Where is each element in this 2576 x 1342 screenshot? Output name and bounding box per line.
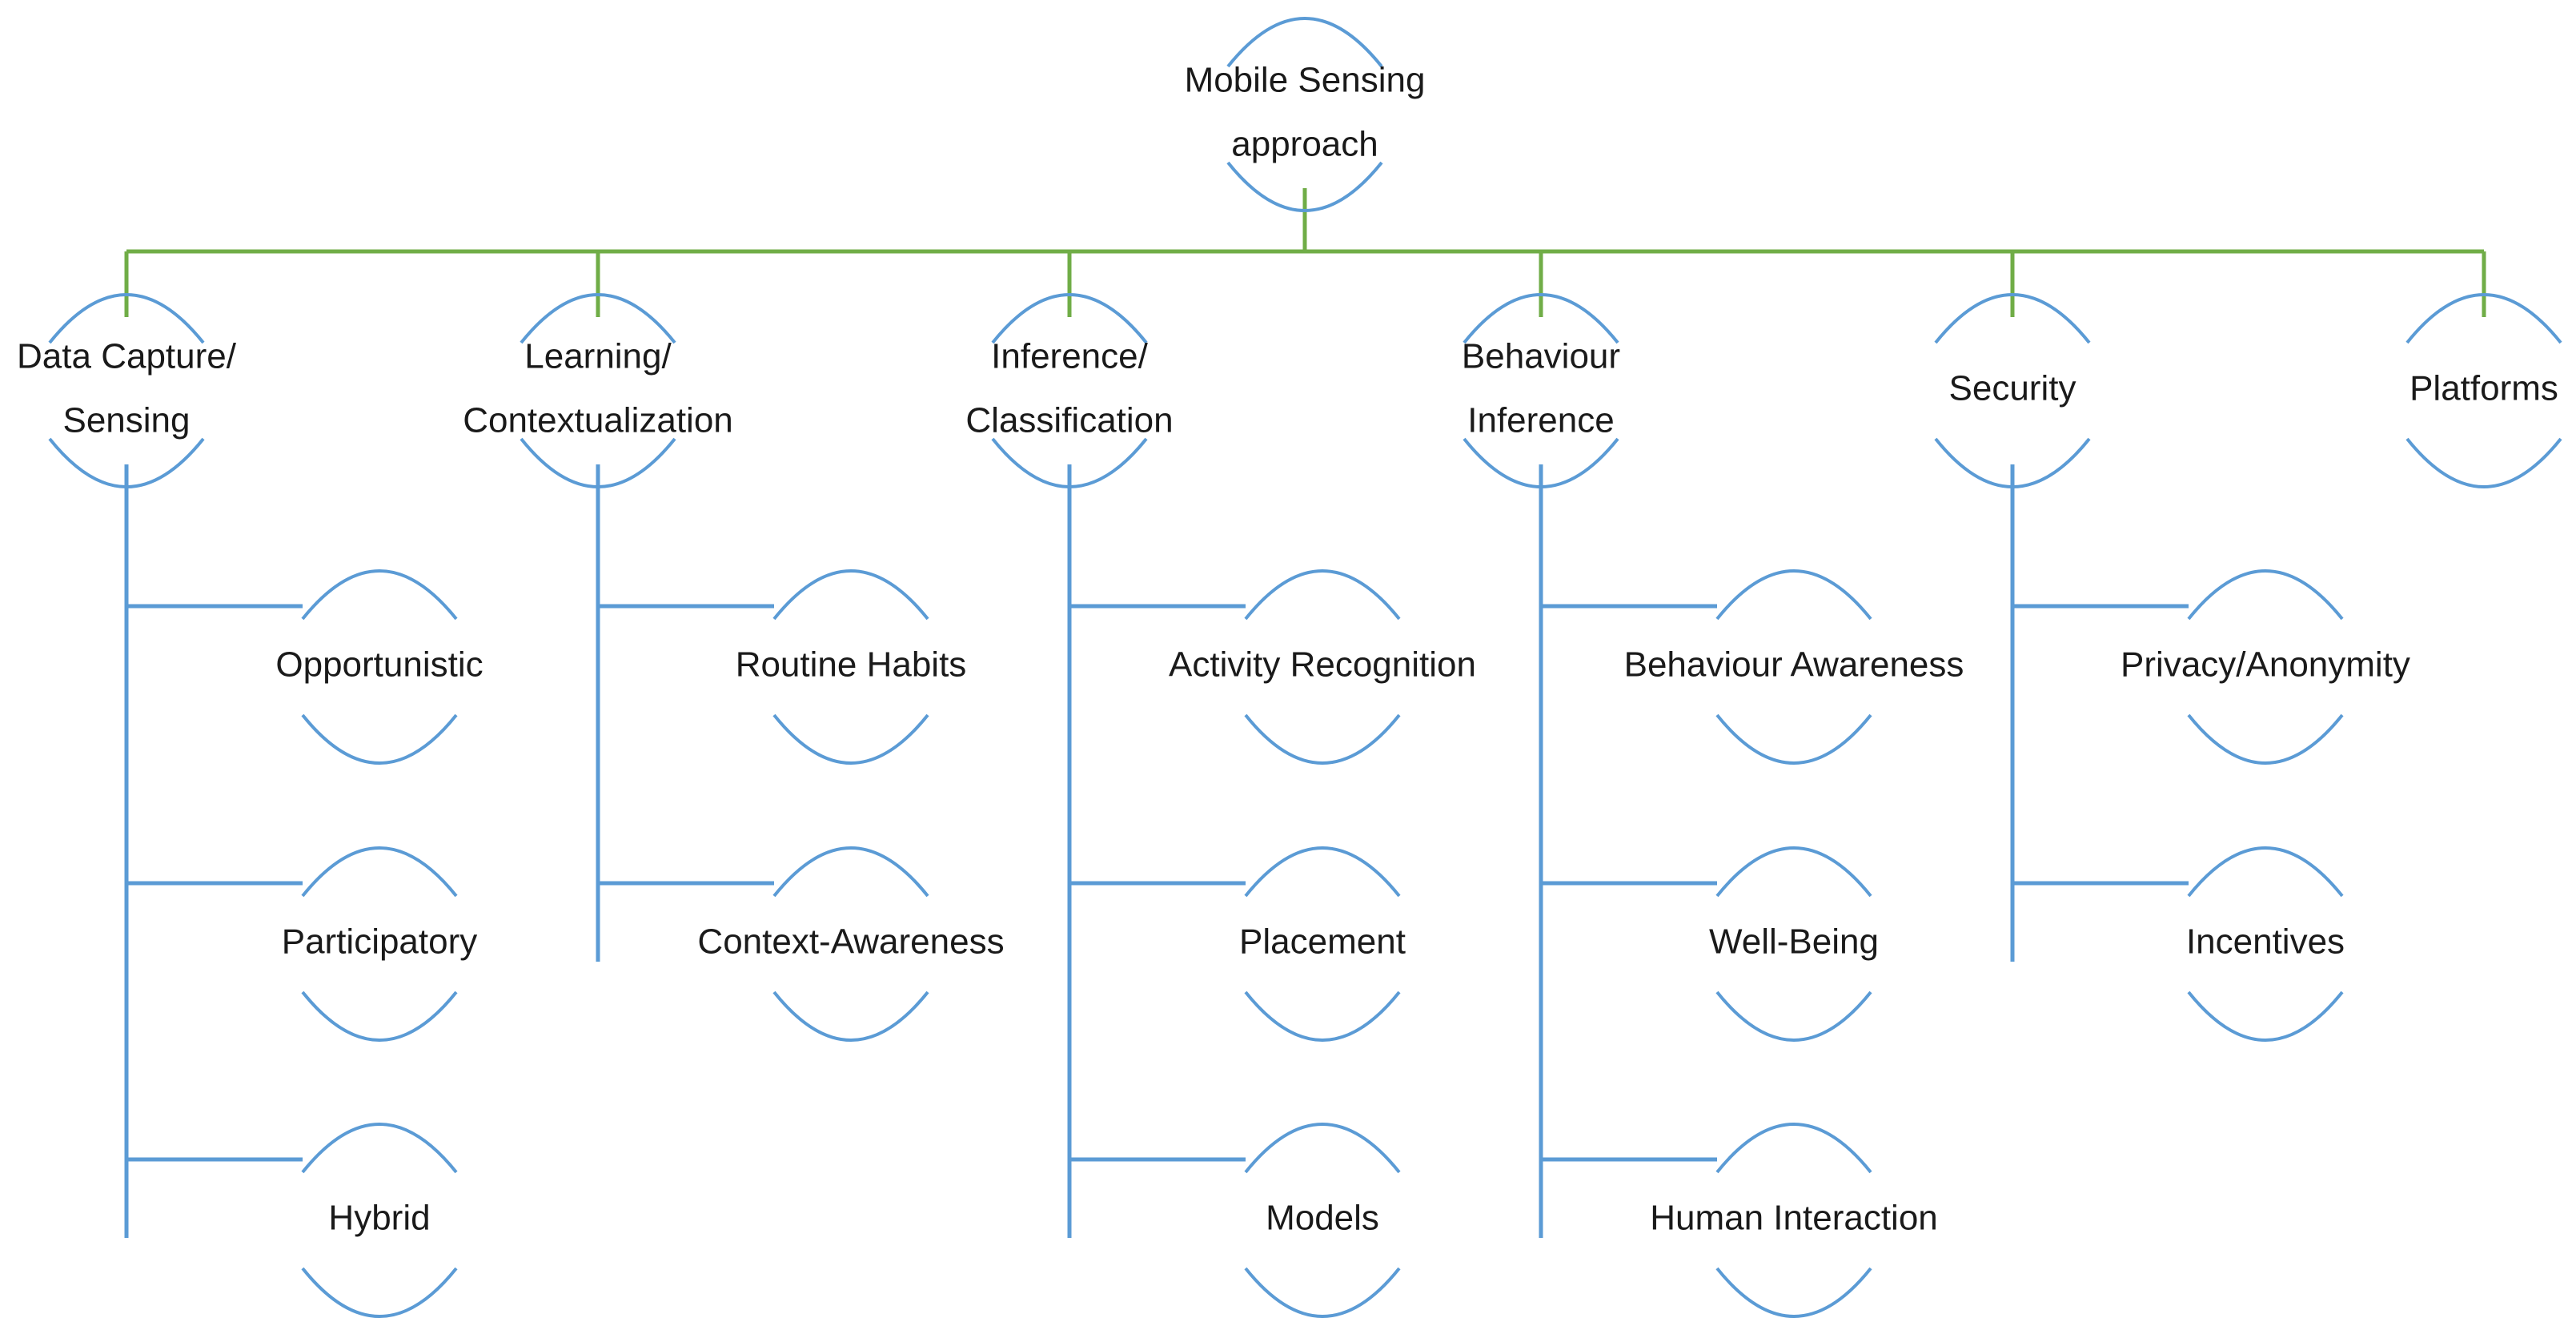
node-bottom-arc — [1715, 1267, 1872, 1318]
subcategory-node: Privacy/Anonymity — [2121, 569, 2410, 765]
subcategory-node: Placement — [1239, 846, 1406, 1042]
node-top-arc — [2405, 293, 2562, 344]
subcategory-node-label: Context-Awareness — [697, 922, 1004, 962]
subcategory-node-label: Human Interaction — [1650, 1199, 1938, 1238]
node-top-arc — [991, 293, 1148, 344]
subcategory-node: Human Interaction — [1650, 1123, 1938, 1318]
category-node: Inference/Classification — [965, 293, 1174, 488]
subcategory-node: Opportunistic — [275, 569, 484, 765]
category-node: Security — [1934, 293, 2091, 488]
node-bottom-arc — [1715, 990, 1872, 1042]
subcategory-node-label: Routine Habits — [736, 645, 967, 685]
node-bottom-arc — [772, 990, 929, 1042]
category-node-label: Inference/ — [991, 337, 1148, 376]
subcategory-node-label: Incentives — [2186, 922, 2345, 962]
subcategory-node: Activity Recognition — [1169, 569, 1476, 765]
node-bottom-arc — [1715, 713, 1872, 765]
node-bottom-arc — [301, 713, 458, 765]
node-bottom-arc — [301, 990, 458, 1042]
root-node-label: Mobile Sensing — [1185, 61, 1426, 100]
subcategory-node: Participatory — [282, 846, 478, 1042]
node-top-arc — [2187, 846, 2344, 898]
node-bottom-arc — [1244, 1267, 1401, 1318]
node-top-arc — [1715, 846, 1872, 898]
subcategory-node: Hybrid — [301, 1123, 458, 1318]
category-node-label: Security — [1949, 369, 2076, 408]
subcategory-node: Context-Awareness — [697, 846, 1005, 1042]
node-top-arc — [1715, 569, 1872, 621]
node-bottom-arc — [48, 437, 205, 488]
category-node: Platforms — [2405, 293, 2562, 488]
node-top-arc — [1934, 293, 2091, 344]
category-node-label: Classification — [965, 401, 1173, 440]
node-top-arc — [301, 1123, 458, 1174]
subcategory-node: Well-Being — [1709, 846, 1879, 1042]
subcategory-node-label: Behaviour Awareness — [1624, 645, 1964, 685]
subcategory-node: Models — [1244, 1123, 1401, 1318]
root-node: Mobile Sensing approach — [1185, 17, 1426, 212]
node-bottom-arc — [1226, 161, 1383, 212]
subcategory-node-label: Activity Recognition — [1169, 645, 1476, 685]
node-bottom-arc — [1934, 437, 2091, 488]
node-bottom-arc — [301, 1267, 458, 1318]
category-node: Data Capture/Sensing — [17, 293, 237, 488]
subcategory-node-label: Opportunistic — [275, 645, 483, 685]
node-bottom-arc — [520, 437, 676, 488]
subcategory-node-label: Models — [1266, 1199, 1379, 1238]
node-top-arc — [772, 846, 929, 898]
category-node-label: Learning/ — [524, 337, 672, 376]
node-top-arc — [1244, 846, 1401, 898]
node-bottom-arc — [1244, 713, 1401, 765]
node-top-arc — [1715, 1123, 1872, 1174]
node-bottom-arc — [2187, 713, 2344, 765]
node-top-arc — [1244, 1123, 1401, 1174]
connector-lines — [124, 188, 2486, 1238]
subcategory-node-label: Privacy/Anonymity — [2121, 645, 2410, 685]
node-bottom-arc — [991, 437, 1148, 488]
category-node-label: Inference — [1467, 401, 1614, 440]
category-node: Learning/Contextualization — [463, 293, 733, 488]
node-top-arc — [772, 569, 929, 621]
subcategory-node-label: Participatory — [282, 922, 478, 962]
subcategory-node-label: Hybrid — [328, 1199, 430, 1238]
category-node-label: Behaviour — [1462, 337, 1620, 376]
subcategory-node: Incentives — [2186, 846, 2345, 1042]
node-bottom-arc — [2187, 990, 2344, 1042]
node-bottom-arc — [772, 713, 929, 765]
subcategory-node-label: Placement — [1239, 922, 1406, 962]
subcategory-node: Routine Habits — [736, 569, 967, 765]
node-top-arc — [1226, 17, 1383, 68]
node-bottom-arc — [1463, 437, 1619, 488]
root-node-label: approach — [1231, 125, 1378, 164]
node-bottom-arc — [1244, 990, 1401, 1042]
node-top-arc — [48, 293, 205, 344]
category-node-label: Contextualization — [463, 401, 733, 440]
node-top-arc — [1244, 569, 1401, 621]
category-node-label: Platforms — [2409, 369, 2558, 408]
node-top-arc — [301, 569, 458, 621]
subcategory-node: Behaviour Awareness — [1624, 569, 1964, 765]
node-top-arc — [301, 846, 458, 898]
node-top-arc — [2187, 569, 2344, 621]
node-top-arc — [520, 293, 676, 344]
node-bottom-arc — [2405, 437, 2562, 488]
subcategory-node-label: Well-Being — [1709, 922, 1879, 962]
category-node-label: Sensing — [62, 401, 190, 440]
node-top-arc — [1463, 293, 1619, 344]
category-node-label: Data Capture/ — [17, 337, 237, 376]
